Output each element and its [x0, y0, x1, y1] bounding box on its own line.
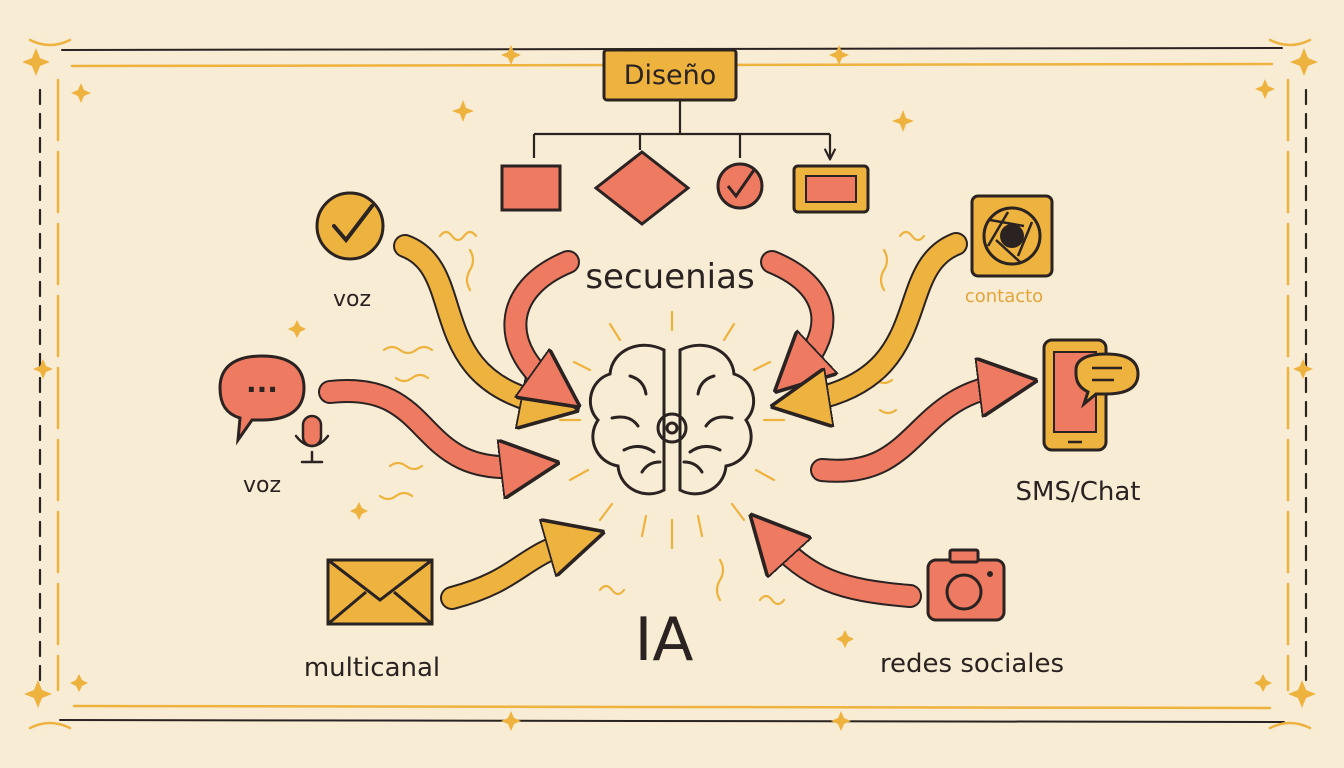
- aperture-icon: [970, 194, 1054, 278]
- flow-check-node: [716, 162, 764, 210]
- voice-top-label: voz: [333, 287, 371, 312]
- decorative-border: [28, 38, 1312, 730]
- design-box: [602, 48, 738, 102]
- flow-arrows: [318, 232, 1008, 610]
- sequences-label: secuenias: [585, 257, 754, 297]
- flowchart-icon: Diseño: [500, 48, 870, 226]
- voice-left-label: voz: [243, 473, 281, 498]
- design-label: Diseño: [624, 60, 717, 91]
- envelope-icon: [326, 558, 434, 626]
- contact-label: contacto: [965, 286, 1043, 307]
- ai-label: IA: [635, 605, 694, 675]
- social-label: redes sociales: [880, 649, 1064, 679]
- flow-rect-node: [500, 164, 562, 212]
- chat-bubble-icon: ...: [218, 354, 306, 446]
- brain-icon: [588, 343, 756, 496]
- phone-chat-icon: [1042, 338, 1140, 452]
- flow-diamond-node: [593, 150, 691, 226]
- microphone-icon: [294, 414, 330, 464]
- camera-icon: [926, 548, 1006, 622]
- sms-chat-label: SMS/Chat: [1016, 477, 1141, 507]
- chat-bubble-dots: ...: [246, 366, 278, 399]
- multichannel-label: multicanal: [304, 653, 440, 683]
- sparkle-stars: [22, 45, 1318, 731]
- checkmark-circle-icon: [315, 191, 385, 261]
